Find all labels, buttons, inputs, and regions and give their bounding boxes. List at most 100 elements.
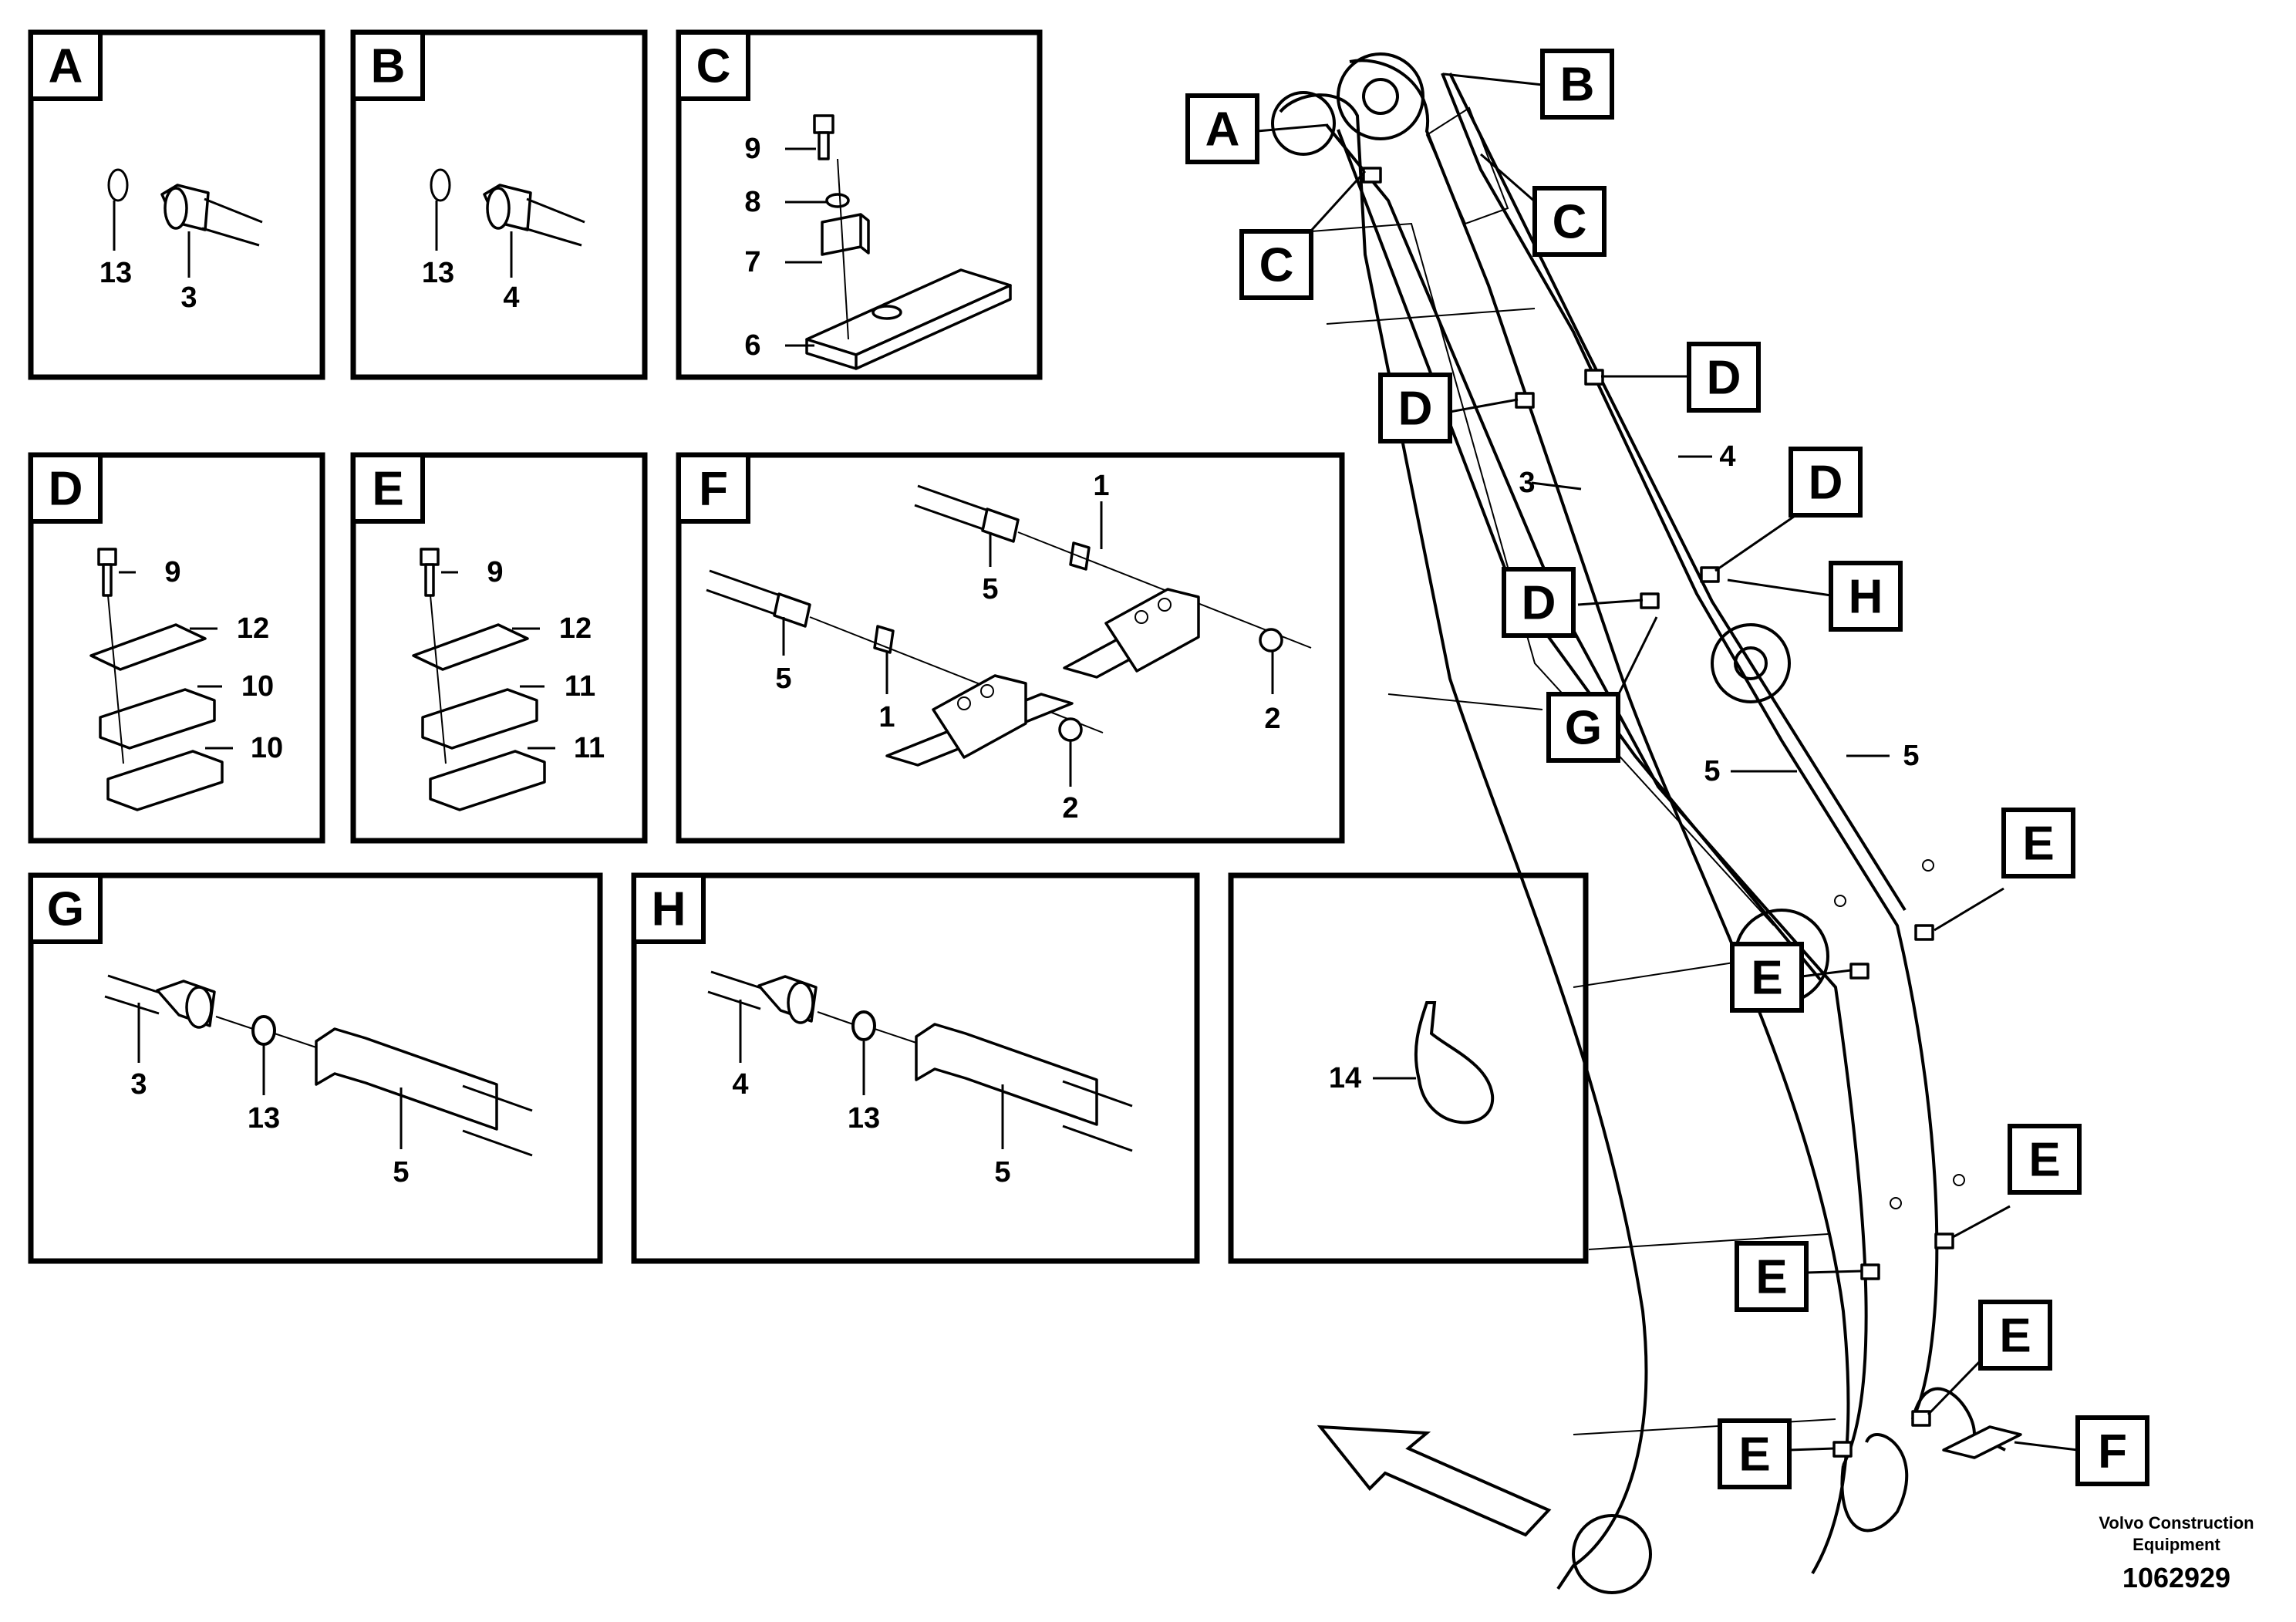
- panel-f-label: F: [699, 463, 728, 516]
- boom-tag-d-1: D: [1378, 373, 1452, 443]
- boom-tag-e-3: E: [2008, 1124, 2082, 1195]
- svg-text:10: 10: [241, 670, 274, 703]
- svg-text:E: E: [2028, 1134, 2060, 1187]
- svg-text:E: E: [2022, 818, 2054, 871]
- svg-text:9: 9: [487, 556, 503, 588]
- bolt: [97, 548, 117, 566]
- detail-panel-a: A 13 3: [28, 29, 325, 380]
- boom-tag-a: A: [1185, 93, 1259, 164]
- o-ring: [851, 1010, 876, 1041]
- svg-text:11: 11: [574, 732, 605, 764]
- svg-text:7: 7: [744, 246, 760, 278]
- panel-g-label: G: [47, 883, 84, 936]
- boom-tag-e-2: E: [1730, 942, 1804, 1013]
- svg-text:5: 5: [775, 663, 791, 695]
- boom-tag-g: G: [1546, 692, 1620, 763]
- o-ring: [251, 1015, 276, 1046]
- boom-tag-e-5: E: [1978, 1300, 2052, 1371]
- drawing-number: 1062929: [2122, 1562, 2230, 1593]
- boom-tag-h: H: [1829, 561, 1903, 632]
- detail-panel-b: B 13 4: [350, 29, 648, 380]
- svg-text:14: 14: [1329, 1062, 1361, 1094]
- o-ring: [430, 168, 451, 202]
- panel-h-label: H: [652, 883, 686, 936]
- svg-text:9: 9: [744, 133, 760, 165]
- boom-callout-4: 4: [1719, 440, 1735, 473]
- boom-callout-5a: 5: [1704, 755, 1720, 787]
- boom-tag-d-4: D: [1502, 567, 1576, 638]
- svg-text:12: 12: [559, 612, 592, 645]
- detail-panel-e: E 9 12 11 11: [350, 452, 648, 844]
- svg-text:E: E: [1755, 1251, 1787, 1304]
- detail-panel-f: F 1 5 5 1 2 2: [676, 452, 1345, 844]
- svg-text:8: 8: [744, 186, 760, 218]
- svg-text:A: A: [1205, 103, 1240, 157]
- clamp-half: [99, 688, 216, 750]
- cable-tie: [1414, 1001, 1495, 1125]
- svg-text:13: 13: [99, 257, 132, 289]
- svg-text:13: 13: [848, 1102, 880, 1135]
- detail-panel-d: D 9 12 10 10: [28, 452, 325, 844]
- hydraulic-line: [1325, 123, 1868, 1466]
- boom-tag-e-4: E: [1735, 1241, 1809, 1312]
- panel-b-label: B: [371, 40, 406, 93]
- svg-text:C: C: [1259, 239, 1294, 292]
- svg-text:B: B: [1560, 59, 1595, 112]
- clamp-half: [421, 688, 538, 750]
- bolt: [813, 114, 834, 134]
- svg-text:6: 6: [744, 329, 760, 362]
- footer: Volvo Construction Equipment 1062929: [2099, 1513, 2254, 1593]
- svg-text:4: 4: [732, 1068, 748, 1101]
- boom-tag-b: B: [1540, 49, 1614, 120]
- o-ring: [107, 168, 129, 202]
- detail-panel-h: H 4 13 5: [631, 872, 1200, 1264]
- company-name-line-2: Equipment: [2132, 1535, 2220, 1554]
- panel-a-label: A: [49, 40, 83, 93]
- svg-text:13: 13: [422, 257, 454, 289]
- svg-text:10: 10: [251, 732, 283, 764]
- clamp-half: [106, 750, 224, 811]
- panel-d-label: D: [49, 463, 83, 516]
- svg-text:3: 3: [130, 1068, 147, 1101]
- hose-fitting: [773, 592, 811, 628]
- svg-text:9: 9: [164, 556, 180, 588]
- svg-text:1: 1: [1093, 470, 1109, 502]
- boom-callout-5b: 5: [1903, 740, 1919, 772]
- hose-end: [315, 1027, 498, 1131]
- svg-text:H: H: [1849, 571, 1883, 624]
- nut: [1259, 628, 1283, 653]
- svg-text:D: D: [1522, 577, 1556, 630]
- svg-text:13: 13: [248, 1102, 280, 1135]
- boom-tag-f: F: [2075, 1415, 2149, 1486]
- svg-text:5: 5: [393, 1156, 409, 1189]
- svg-text:C: C: [1553, 196, 1587, 249]
- svg-text:F: F: [2098, 1425, 2127, 1479]
- boom-tag-e-6: E: [1718, 1418, 1792, 1489]
- boom-tag-e-1: E: [2001, 808, 2075, 878]
- hydraulic-line: [1441, 73, 1939, 1420]
- panel-c-label: C: [696, 40, 731, 93]
- boom-tag-c-2: C: [1532, 186, 1607, 257]
- svg-text:4: 4: [503, 282, 519, 314]
- svg-text:D: D: [1398, 383, 1433, 436]
- cap-plate: [89, 623, 207, 671]
- boom-tag-d-2: D: [1687, 342, 1761, 413]
- hose-fitting: [981, 508, 1020, 543]
- svg-text:2: 2: [1264, 703, 1280, 735]
- boom-callout-3: 3: [1519, 467, 1535, 499]
- bracket-plate: [932, 674, 1027, 759]
- adapter: [873, 625, 895, 654]
- washer: [825, 193, 850, 208]
- company-name: Volvo Construction: [2099, 1513, 2254, 1533]
- clamp: [821, 213, 870, 256]
- svg-text:E: E: [1738, 1428, 1770, 1482]
- boom-assembly: A B C C D D D D H G E E E E E E F 3 4 5 …: [1185, 49, 2149, 1594]
- svg-text:2: 2: [1062, 792, 1078, 824]
- cap-plate: [412, 623, 529, 671]
- svg-text:1: 1: [878, 701, 895, 733]
- direction-arrow: [1317, 1425, 1552, 1537]
- bracket-plate: [1104, 588, 1200, 673]
- svg-text:11: 11: [565, 670, 595, 703]
- clamp-half: [429, 750, 546, 811]
- svg-text:D: D: [1809, 457, 1843, 510]
